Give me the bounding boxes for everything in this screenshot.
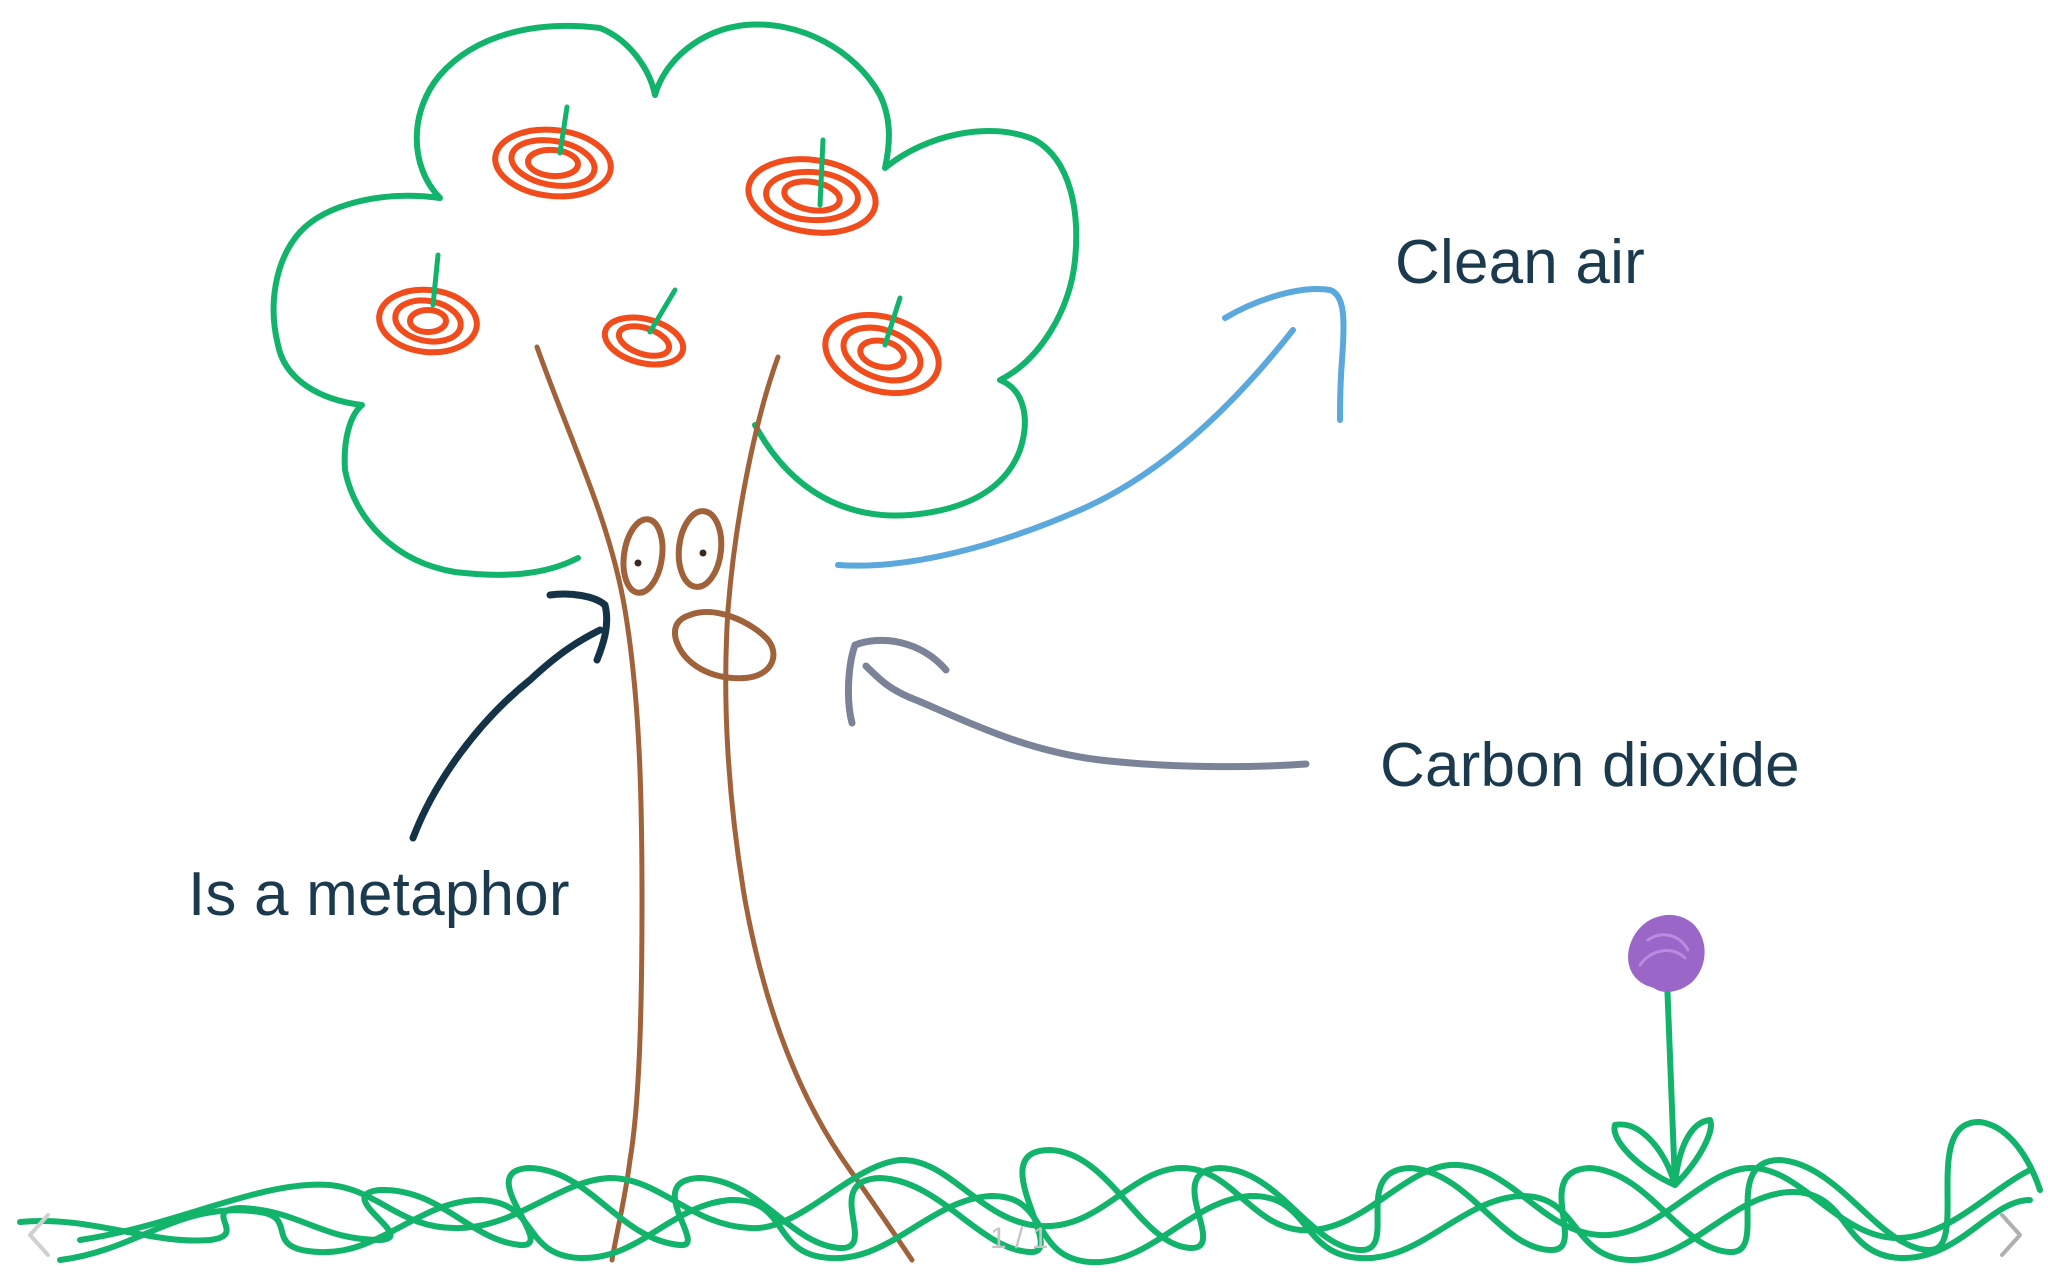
chevron-right-icon (2000, 1213, 2022, 1257)
carbon-dioxide-arrowhead (844, 636, 950, 727)
next-page-button[interactable] (1992, 1205, 2032, 1265)
tree-mouth (672, 609, 777, 682)
page-indicator: 1 / 1 (990, 1222, 1049, 1255)
tree-eye-right (675, 508, 725, 590)
chevron-left-icon (28, 1213, 50, 1257)
clean-air-arrowhead (1222, 286, 1347, 423)
apple-4 (601, 287, 687, 368)
grass (17, 1118, 2043, 1266)
tree-eye-left (620, 516, 666, 596)
apple-3 (376, 252, 480, 356)
tree-trunk-left (534, 344, 645, 1263)
metaphor-arrow (409, 626, 604, 842)
flower (1611, 915, 1714, 1188)
apple-5 (822, 295, 942, 396)
clean-air-label: Clean air (1395, 228, 1645, 297)
metaphor-arrowhead (546, 590, 611, 664)
carbon-dioxide-arrow (862, 662, 1310, 771)
clean-air-arrow (835, 327, 1296, 569)
apple-1 (492, 104, 614, 200)
tree-pupil-left (634, 559, 642, 567)
tree-pupil-right (699, 549, 707, 557)
tree-canopy (270, 21, 1080, 578)
carbon-dioxide-label: Carbon dioxide (1380, 731, 1800, 800)
previous-page-button[interactable] (18, 1205, 58, 1265)
tree-trunk-right (723, 354, 915, 1263)
metaphor-label: Is a metaphor (188, 860, 570, 929)
apple-2 (745, 137, 879, 236)
